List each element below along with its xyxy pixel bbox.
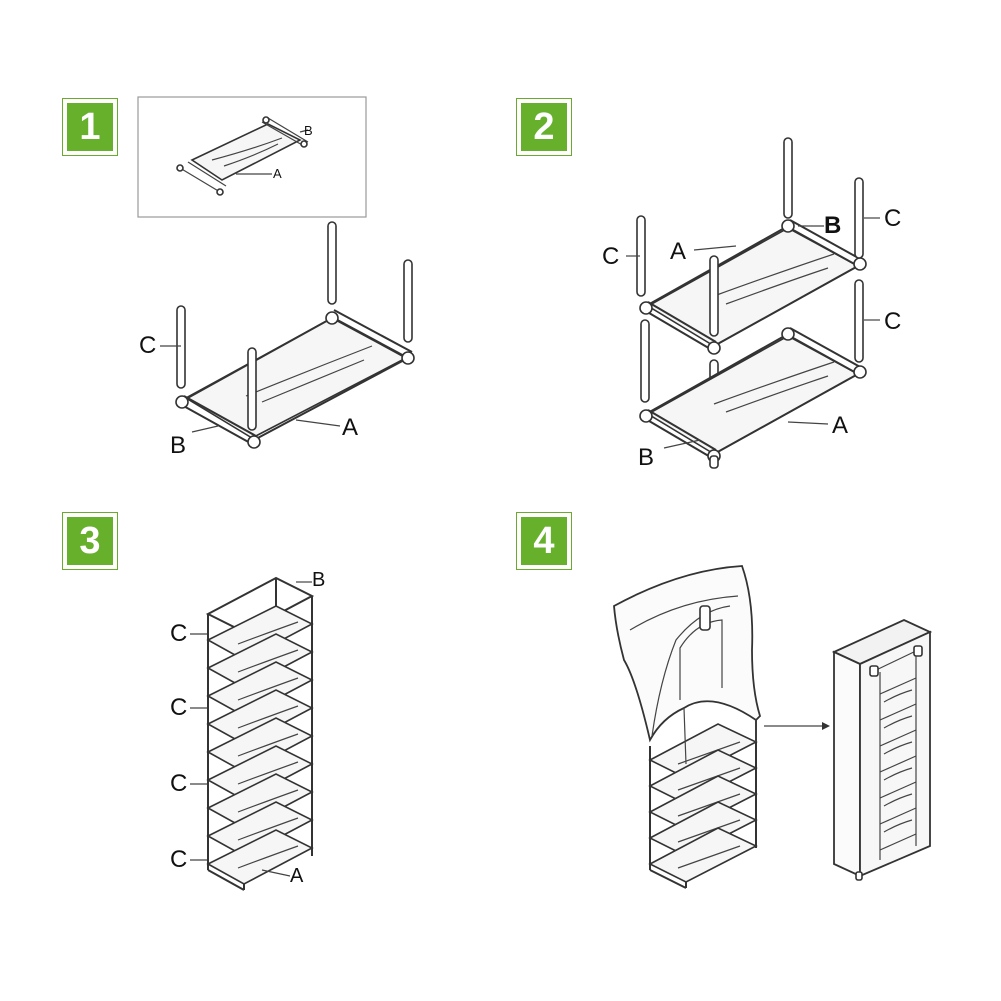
step-1-label-a: A <box>342 414 359 441</box>
step-2-label-c-right-top: C <box>884 205 902 232</box>
step-4-frame <box>648 716 758 889</box>
step-2-label-b-bottom: B <box>638 444 655 471</box>
step-3-number: 3 <box>67 517 113 565</box>
step-3-label-c2: C <box>170 694 188 721</box>
step-1-inset-label-b: B <box>304 123 313 138</box>
step-2-label-a-bottom: A <box>832 412 849 439</box>
step-3-label-c1: C <box>170 620 188 647</box>
step-2-label-c-left: C <box>602 243 620 270</box>
step-1-label-c: C <box>139 332 157 359</box>
step-3-label-a: A <box>290 865 304 887</box>
step-2-label-c-right-mid: C <box>884 308 902 335</box>
step-1-illustration <box>137 96 415 449</box>
step-2-badge: 2 <box>516 98 572 156</box>
step-4-badge: 4 <box>516 512 572 570</box>
step-1-shelf <box>160 221 415 449</box>
step-2-label-b-top: B <box>824 212 842 239</box>
step-4-number: 4 <box>521 517 567 565</box>
step-3-label-c4: C <box>170 846 188 873</box>
step-1-label-b: B <box>170 432 187 459</box>
step-3-tiers <box>206 605 314 885</box>
step-4-finished-wardrobe <box>831 619 933 881</box>
step-2-number: 2 <box>521 103 567 151</box>
step-3-label-b: B <box>312 569 326 591</box>
step-1-number: 1 <box>67 103 113 151</box>
step-2-illustration <box>626 137 880 469</box>
step-4-cover <box>613 565 762 765</box>
step-3-label-c3: C <box>170 770 188 797</box>
step-1-badge: 1 <box>62 98 118 156</box>
step-3-illustration <box>190 576 315 891</box>
step-3-badge: 3 <box>62 512 118 570</box>
step-2-label-a-top: A <box>670 238 687 265</box>
step-4-illustration <box>613 565 933 889</box>
step-1-inset-shelf <box>176 116 309 196</box>
step-1-inset-label-a: A <box>273 166 282 181</box>
